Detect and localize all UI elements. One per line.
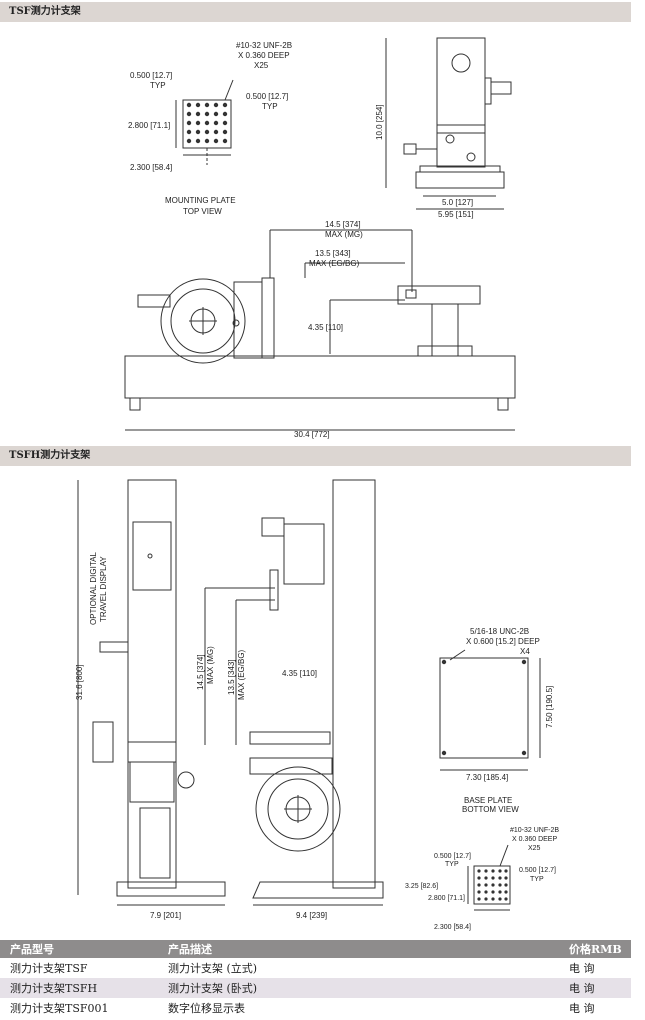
optional-display-label-2: TRAVEL DISPLAY [99,556,108,622]
max-mg-sub: MAX (MG) [325,230,363,239]
cell-model: 测力计支架TSFH [10,982,98,995]
plate-width-label: 2.300 [58.4] [130,163,172,172]
section-title-tsfh: TSFH测力计支架 [0,446,631,466]
tsfh-front-view [77,479,226,906]
tsf-front-view [124,229,516,431]
plate-hole-spec-3: X25 [254,61,269,70]
cell-price: 电 询 [569,982,595,995]
plate-typ-right-typ: TYP [262,102,278,111]
plate-typ-right-small-typ: TYP [530,876,544,883]
plate-typ-right-small: 0.500 [12.7] [519,867,556,874]
max-eg-sub-2: MAX (EG/BG) [237,649,246,700]
base-height-label-2: 4.35 [110] [282,669,317,678]
max-eg-label: 13.5 [343] [315,249,351,258]
side-width-inner-label: 5.0 [127] [442,198,473,207]
max-mg-label: 14.5 [374] [325,220,361,229]
plate-total-label: 3.25 [82.6] [405,883,438,890]
tsfh-side-view [204,479,384,906]
plate-width-small-label: 2.300 [58.4] [434,924,471,931]
plate-hole-spec-1: #10-32 UNF-2B [236,41,292,50]
plate-hole-spec-small-2: X 0.360 DEEP [512,836,557,843]
cell-price: 电 询 [569,962,595,975]
tsfh-technical-drawing: OPTIONAL DIGITAL TRAVEL DISPLAY 31.6 [80… [75,479,559,931]
plate-typ-left-small: 0.500 [12.7] [434,853,471,860]
cell-model: 测力计支架TSF001 [10,1002,109,1015]
base-hole-spec-2: X 0.600 [15.2] DEEP [466,637,540,646]
side-height-label: 10.0 [254] [375,104,384,140]
table-row: 测力计支架TSF 测力计支架 (立式) 电 询 [0,958,631,978]
table-row: 测力计支架TSFH 测力计支架 (卧式) 电 询 [0,978,631,998]
product-table: 产品型号 产品描述 价格RMB 测力计支架TSF 测力计支架 (立式) 电 询 … [0,940,631,1018]
total-height-label: 31.6 [800] [75,664,84,700]
cell-description: 数字位移显示表 [168,1002,245,1015]
plate-typ-right: 0.500 [12.7] [246,92,288,101]
plate-typ-left: 0.500 [12.7] [130,71,172,80]
header-price: 价格RMB [569,943,622,956]
base-caption-2: BOTTOM VIEW [462,805,519,814]
max-mg-sub-2: MAX (MG) [206,646,215,684]
base-hole-spec-3: X4 [520,647,530,656]
base-plate-width-label: 7.30 [185.4] [466,773,508,782]
plate-height-small-label: 2.800 [71.1] [428,895,465,902]
max-eg-label-2: 13.5 [343] [227,659,236,695]
plate-hole-spec-small-3: X25 [528,845,541,852]
cell-description: 测力计支架 (卧式) [168,982,258,995]
plate-typ-left-small-typ: TYP [445,861,459,868]
table-header: 产品型号 产品描述 价格RMB [0,940,631,958]
plate-hole-spec-small-1: #10-32 UNF-2B [510,827,559,834]
total-length-label: 30.4 [772] [294,430,330,439]
plate-caption-2: TOP VIEW [183,207,222,216]
header-model: 产品型号 [10,943,54,956]
side-width-outer-label: 5.95 [151] [438,210,474,219]
base-hole-spec-1: 5/16-18 UNC-2B [470,627,529,636]
cell-price: 电 询 [569,1002,595,1015]
front-width-label: 7.9 [201] [150,911,181,920]
section-title-tsf: TSF测力计支架 [0,2,631,22]
base-plate-bottom-view [439,649,541,771]
base-height-label: 4.35 [110] [308,323,343,332]
plate-typ-left-typ: TYP [150,81,166,90]
max-mg-label-2: 14.5 [374] [196,654,205,690]
base-caption-1: BASE PLATE [464,796,512,805]
optional-display-label-1: OPTIONAL DIGITAL [89,552,98,625]
table-row: 测力计支架TSF001 数字位移显示表 电 询 [0,998,631,1018]
plate-hole-spec-2: X 0.360 DEEP [238,51,290,60]
plate-caption-1: MOUNTING PLATE [165,196,236,205]
tsf-technical-drawing: #10-32 UNF-2B X 0.360 DEEP X25 0.500 [12… [124,37,516,439]
cell-model: 测力计支架TSF [10,962,88,975]
mounting-plate-top-view [175,79,234,165]
side-width-label: 9.4 [239] [296,911,327,920]
plate-height-label: 2.800 [71.1] [128,121,170,130]
max-eg-sub: MAX (EG/BG) [309,259,360,268]
tsf-side-view [385,37,512,210]
cell-description: 测力计支架 (立式) [168,962,258,975]
base-plate-height-label: 7.50 [190.5] [545,686,554,728]
mounting-plate-small-view [467,844,511,911]
header-description: 产品描述 [168,943,212,956]
